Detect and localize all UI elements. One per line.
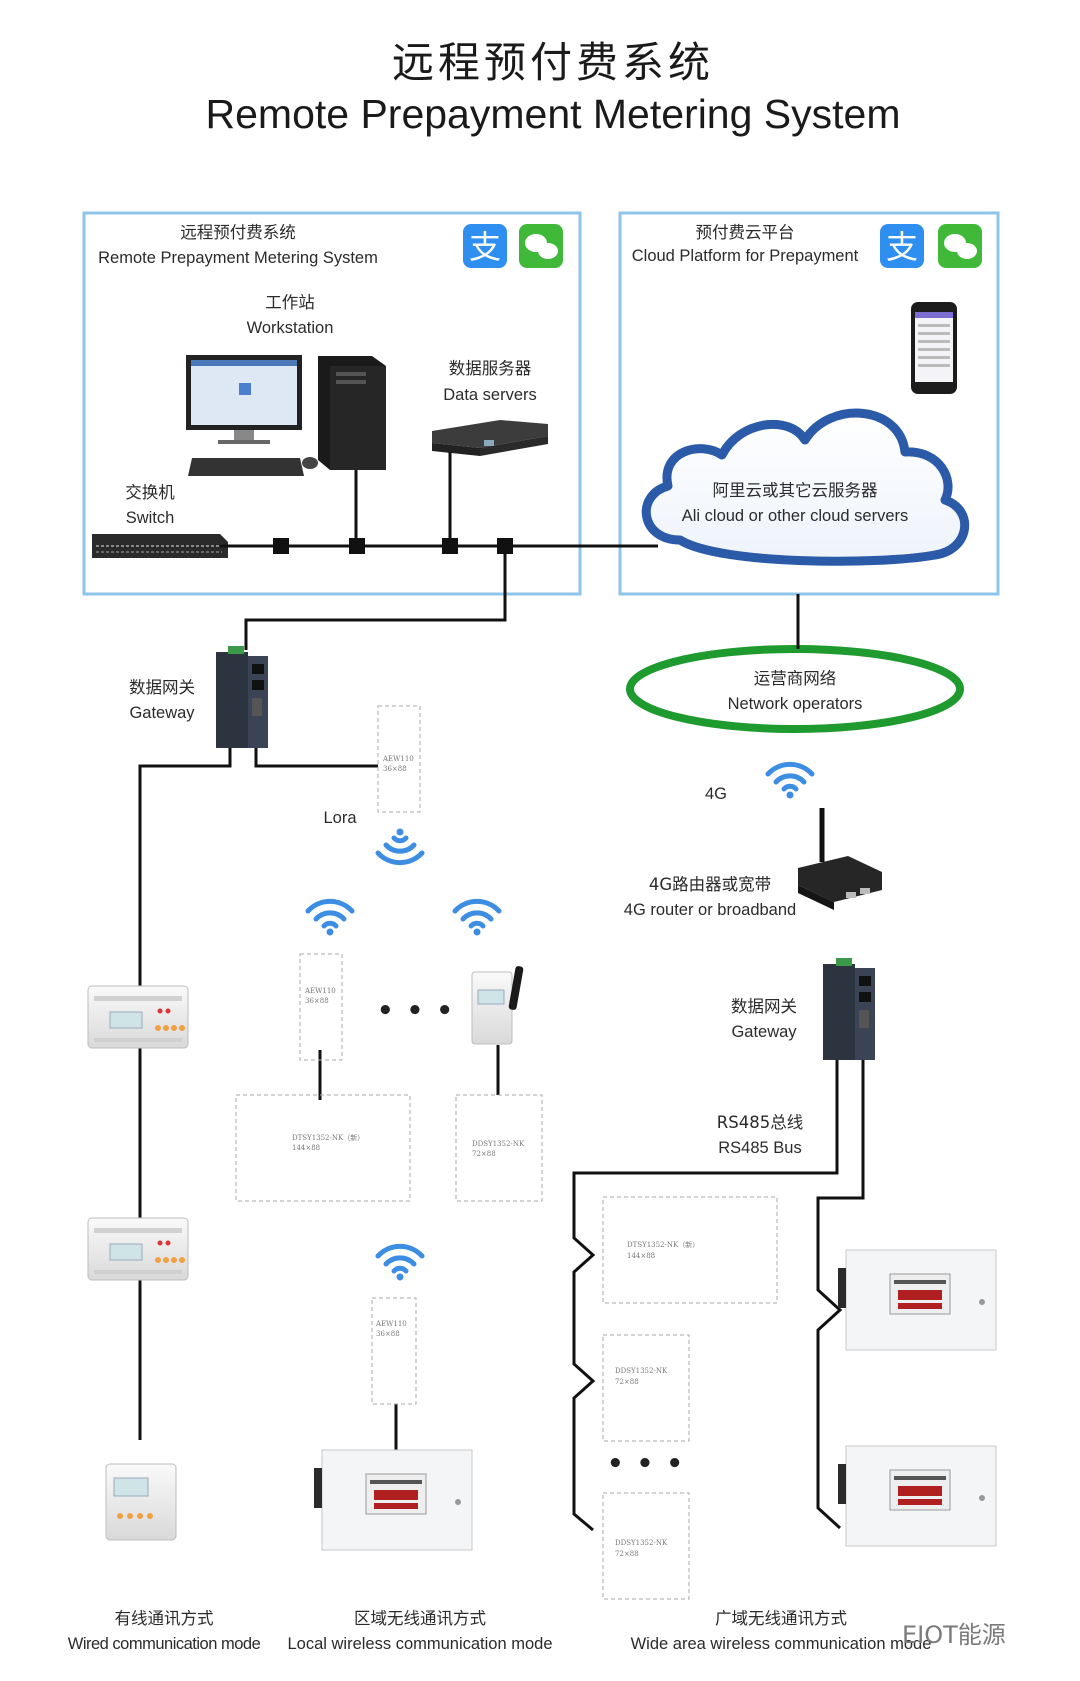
- cloud-platform-title-en: Cloud Platform for Prepayment: [631, 247, 859, 265]
- panel-meter-rs485-1: [837, 1249, 997, 1351]
- rs485-label-zh: RS485总线: [716, 1113, 804, 1132]
- wechat-icon: [938, 224, 982, 268]
- network-operators-label-en: Network operators: [727, 695, 863, 713]
- connection-lines: [138, 452, 865, 1532]
- local-system-frame: [82, 211, 582, 596]
- wifi-icon: [378, 1246, 422, 1280]
- ddsy-right-1-model: DDSY1352-NK: [615, 1367, 668, 1375]
- cloud-platform-title-zh: 预付费云平台: [695, 223, 795, 242]
- switch-label-zh: 交换机: [125, 483, 175, 502]
- data-servers-label-zh: 数据服务器: [448, 359, 532, 378]
- mode-wide-en: Wide area wireless communication mode: [630, 1635, 932, 1653]
- aew-mid-size: 36×88: [305, 997, 329, 1005]
- workstation-monitor: [186, 355, 302, 444]
- aew-top-size: 36×88: [383, 765, 407, 773]
- workstation-label-en: Workstation: [246, 319, 334, 337]
- fourg-label: 4G: [704, 785, 727, 803]
- network-operators-label-zh: 运营商网络: [753, 669, 837, 688]
- dtsy-right-model: DTSY1352-NK（新）: [627, 1241, 700, 1249]
- cloud-platform-frame: [618, 211, 1000, 596]
- dtsy-left-size: 144×88: [292, 1144, 321, 1152]
- placeholder-aew-bottom: [371, 1297, 417, 1405]
- device-placeholders: [235, 705, 778, 1600]
- placeholder-ddsy-right-1: [602, 1334, 690, 1442]
- switch-label-en: Switch: [125, 509, 175, 527]
- wifi-icon: [455, 901, 499, 935]
- panel-meter-rs485-2: [837, 1445, 997, 1547]
- mode-local-zh: 区域无线通讯方式: [354, 1609, 486, 1628]
- mode-wide-zh: 广域无线通讯方式: [715, 1609, 847, 1628]
- placeholder-aew-mid: [299, 953, 343, 1061]
- workstation-tower: [318, 356, 386, 470]
- router-label-zh: 4G路由器或宽带: [648, 875, 772, 894]
- ddsy-right-2-model: DDSY1352-NK: [615, 1539, 668, 1547]
- lora-label: Lora: [323, 809, 357, 827]
- svg-text:支: 支: [469, 228, 501, 266]
- cloud-servers-label-zh: 阿里云或其它云服务器: [712, 481, 878, 500]
- gateway-left-label-zh: 数据网关: [129, 678, 195, 697]
- gateway-right-label-en: Gateway: [731, 1023, 797, 1041]
- ddsy-mid-size: 72×88: [472, 1150, 496, 1158]
- router-label-en: 4G router or broadband: [623, 901, 797, 919]
- placeholder-ddsy-mid: [455, 1094, 543, 1202]
- placeholder-dtsy-right: [602, 1196, 778, 1304]
- connection-nodes: [273, 538, 513, 554]
- aew-top-model: AEW110: [383, 755, 414, 763]
- gateway-left-label-en: Gateway: [129, 704, 195, 722]
- workstation-label-zh: 工作站: [265, 293, 315, 312]
- dtsy-left-model: DTSY1352-NK（新）: [292, 1134, 365, 1142]
- page-title-en: Remote Prepayment Metering System: [205, 91, 901, 137]
- mode-wired-en: Wired communication mode: [67, 1635, 261, 1653]
- alipay-icon: 支: [463, 224, 507, 268]
- rs485-label-en: RS485 Bus: [718, 1139, 802, 1157]
- page-title-zh: 远程预付费系统: [391, 38, 714, 87]
- ddsy-mid-model: DDSY1352-NK: [472, 1140, 525, 1148]
- placeholder-ddsy-right-2: [602, 1492, 690, 1600]
- aew-bottom-size: 36×88: [376, 1330, 400, 1338]
- mode-wired-zh: 有线通讯方式: [114, 1609, 214, 1628]
- wifi-icon: [768, 764, 812, 798]
- cloud-shape: [641, 408, 970, 566]
- ellipsis-rs485: • • •: [607, 1449, 685, 1479]
- local-system-title-en: Remote Prepayment Metering System: [98, 249, 378, 267]
- aew-mid-model: AEW110: [305, 987, 336, 995]
- data-servers-label-en: Data servers: [443, 386, 537, 404]
- alipay-icon: 支: [880, 224, 924, 268]
- operator-ring: [626, 645, 964, 733]
- gateway-device-right: [823, 958, 875, 1060]
- wired-meter-2: [87, 1217, 189, 1281]
- svg-text:支: 支: [886, 228, 918, 266]
- ellipsis-local: • • •: [377, 996, 455, 1026]
- gateway-right-label-zh: 数据网关: [731, 997, 797, 1016]
- wifi-icon: [378, 829, 422, 863]
- placeholder-aew-top: [377, 705, 421, 813]
- placeholder-dtsy-left: [235, 1094, 411, 1202]
- aew-bottom-model: AEW110: [376, 1320, 407, 1328]
- gateway-device-left: [216, 646, 268, 748]
- workstation-keyboard: [188, 457, 318, 476]
- watermark: EIOT能源: [902, 1621, 1006, 1649]
- mode-local-en: Local wireless communication mode: [287, 1635, 553, 1653]
- router-4g: [798, 808, 882, 910]
- wired-meter-1: [87, 985, 189, 1049]
- smartphone-icon: [911, 302, 957, 394]
- data-server: [432, 420, 548, 456]
- panel-meter-local: [313, 1449, 473, 1551]
- ddsy-right-2-size: 72×88: [615, 1550, 639, 1558]
- ddsy-right-1-size: 72×88: [615, 1378, 639, 1386]
- wired-meter-3: [105, 1463, 177, 1541]
- network-switch: [92, 534, 228, 558]
- wireless-meter: [471, 966, 524, 1045]
- wechat-icon: [519, 224, 563, 268]
- cloud-servers-label-en: Ali cloud or other cloud servers: [681, 507, 909, 525]
- wifi-icon: [308, 901, 352, 935]
- local-system-title-zh: 远程预付费系统: [180, 223, 296, 242]
- dtsy-right-size: 144×88: [627, 1252, 656, 1260]
